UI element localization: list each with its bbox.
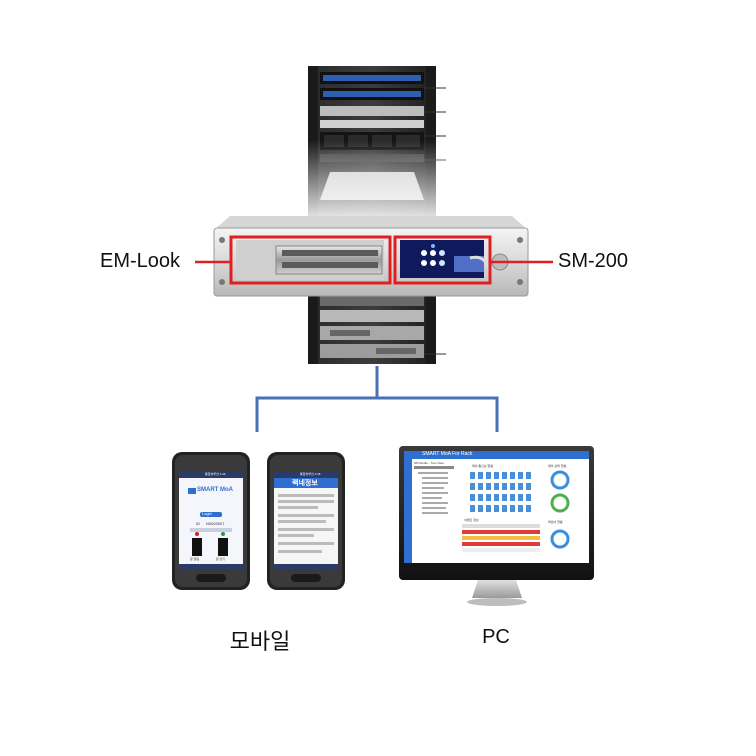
phone-left-login-button: Login — [202, 511, 212, 516]
pc-app-title: SMART MoA For Rack — [422, 451, 473, 457]
pc-caption: PC — [482, 626, 510, 648]
mobile-caption: 모바일 — [229, 629, 291, 654]
sm-200-highlight-box — [393, 235, 492, 285]
phone-left-toggle-b: 문 닫기 — [216, 557, 226, 561]
phone-right-status: 통합솔루션 4:46 — [300, 472, 321, 476]
highlight-glow — [290, 140, 454, 224]
phone-right-header: 랙네정보 — [292, 480, 318, 487]
phone-left-id-value: N0000007 — [206, 521, 225, 526]
pc-tree-title: SM Studio - Tree View — [414, 461, 444, 465]
pc-panel-a: 랙의 통신상 현황 — [472, 464, 493, 468]
phone-right — [267, 452, 345, 590]
pc-panel-d: 랙센서 현황 — [548, 520, 563, 524]
phone-left-status: 통합솔루션 4:46 — [205, 472, 226, 476]
em-look-label: EM-Look — [100, 250, 181, 272]
pc-panel-b: 랙의 상태 현황 — [548, 464, 567, 468]
pc-monitor — [399, 446, 594, 606]
pc-panel-c: 이벤트 정보 — [464, 518, 479, 522]
phone-left — [172, 452, 250, 590]
sm-200-label: SM-200 — [558, 250, 629, 272]
phone-left-id-label: ID — [196, 521, 200, 526]
locking-unit-chassis — [213, 216, 529, 297]
connector-branches — [255, 396, 499, 432]
em-look-highlight-box — [229, 235, 392, 285]
phone-left-brand: SMART MoA — [197, 487, 233, 493]
phone-left-toggle-a: 문 열림 — [190, 557, 200, 561]
